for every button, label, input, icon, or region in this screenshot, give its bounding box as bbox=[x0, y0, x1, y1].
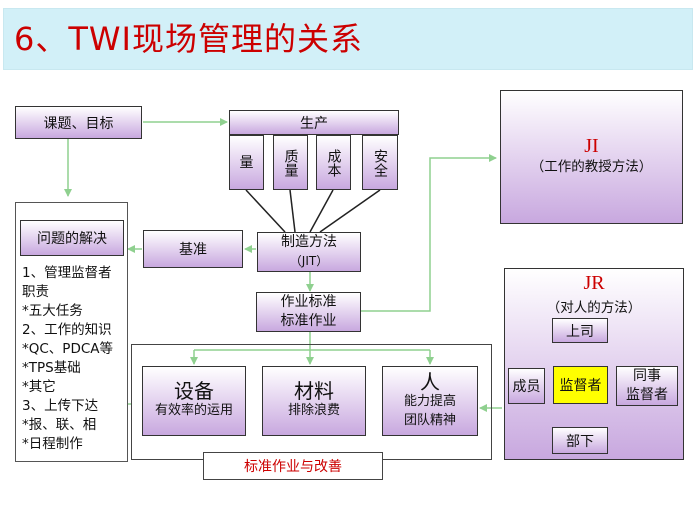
jr-title: JR bbox=[583, 272, 605, 294]
problem-list-item: *TPS基础 bbox=[22, 360, 81, 376]
fan-line-2 bbox=[289, 189, 296, 233]
peer-line1: 同事 bbox=[633, 368, 661, 384]
topic-label: 课题、目标 bbox=[43, 115, 114, 132]
equipment-title: 设备 bbox=[174, 379, 214, 403]
ji-sub: （工作的教授方法） bbox=[530, 159, 653, 175]
bottom-label-box: 标准作业与改善 bbox=[203, 452, 383, 480]
prod-item-quantity: 量 bbox=[229, 135, 264, 190]
problem-list: 1、管理监督者 职责 *五大任务 2、工作的知识 *QC、PDCA等 *TPS基… bbox=[22, 264, 128, 454]
equipment-sub: 有效率的运用 bbox=[154, 403, 233, 418]
method-line2: （JIT） bbox=[289, 254, 329, 268]
ji-title: JI bbox=[584, 135, 599, 157]
prod-item-quality: 质量 bbox=[273, 135, 308, 190]
work-std-line2: 标准作业 bbox=[280, 313, 337, 329]
topic-box: 课题、目标 bbox=[15, 106, 142, 139]
peer-box: 同事 监督者 bbox=[616, 366, 678, 406]
supervisor-box: 监督者 bbox=[553, 366, 608, 404]
fan-line-3 bbox=[309, 189, 334, 233]
prod-item-label: 质量 bbox=[282, 148, 299, 177]
problem-list-item: *QC、PDCA等 bbox=[22, 341, 113, 357]
problem-box: 问题的解决 bbox=[20, 220, 124, 256]
jr-sub: （对人的方法） bbox=[546, 300, 642, 316]
fan-line-1 bbox=[245, 189, 286, 233]
standard-box: 基准 bbox=[143, 230, 243, 268]
material-box: 材料 排除浪费 bbox=[262, 366, 366, 436]
problem-list-item: *其它 bbox=[22, 379, 56, 395]
production-box: 生产 bbox=[229, 110, 399, 135]
boss-label: 上司 bbox=[566, 323, 594, 340]
fan-line-4 bbox=[319, 189, 381, 233]
problem-list-item: 职责 bbox=[22, 284, 49, 300]
arrow-workstd-to-ji bbox=[361, 154, 497, 312]
prod-item-safety: 安全 bbox=[362, 135, 398, 190]
method-box: 制造方法 （JIT） bbox=[257, 232, 361, 272]
problem-list-item: *报、联、相 bbox=[22, 417, 97, 433]
material-title: 材料 bbox=[294, 379, 334, 403]
production-label: 生产 bbox=[300, 115, 328, 132]
people-sub2: 团队精神 bbox=[403, 412, 456, 428]
member-label: 成员 bbox=[512, 379, 541, 395]
problem-list-item: *五大任务 bbox=[22, 303, 83, 319]
prod-item-label: 安全 bbox=[372, 148, 388, 177]
people-box: 人 能力提高 团队精神 bbox=[382, 366, 478, 436]
boss-box: 上司 bbox=[552, 318, 608, 343]
equipment-box: 设备 有效率的运用 bbox=[142, 366, 246, 436]
method-line1: 制造方法 bbox=[281, 234, 337, 250]
subordinate-box: 部下 bbox=[552, 427, 608, 454]
problem-list-item: *日程制作 bbox=[22, 436, 83, 452]
page-title: 6、TWI现场管理的关系 bbox=[14, 20, 363, 58]
subordinate-label: 部下 bbox=[566, 433, 594, 450]
peer-line2: 监督者 bbox=[626, 387, 668, 403]
material-sub: 排除浪费 bbox=[287, 403, 340, 418]
ji-box: JI （工作的教授方法） bbox=[500, 90, 683, 224]
problem-label: 问题的解决 bbox=[37, 231, 107, 247]
problem-list-item: 2、工作的知识 bbox=[22, 322, 112, 338]
title-bar bbox=[3, 8, 693, 70]
work-std-line1: 作业标准 bbox=[280, 294, 337, 310]
supervisor-label: 监督者 bbox=[559, 378, 602, 394]
people-title: 人 bbox=[420, 369, 440, 394]
problem-list-item: 1、管理监督者 bbox=[22, 265, 112, 281]
member-box: 成员 bbox=[508, 368, 545, 404]
problem-list-item: 3、上传下达 bbox=[22, 398, 99, 414]
people-sub1: 能力提高 bbox=[403, 393, 456, 409]
prod-item-cost: 成本 bbox=[316, 135, 351, 190]
standard-label: 基准 bbox=[179, 242, 207, 258]
prod-item-label: 量 bbox=[239, 154, 254, 171]
bottom-label: 标准作业与改善 bbox=[244, 459, 342, 475]
prod-item-label: 成本 bbox=[325, 148, 342, 177]
work-standard-box: 作业标准 标准作业 bbox=[256, 292, 361, 332]
